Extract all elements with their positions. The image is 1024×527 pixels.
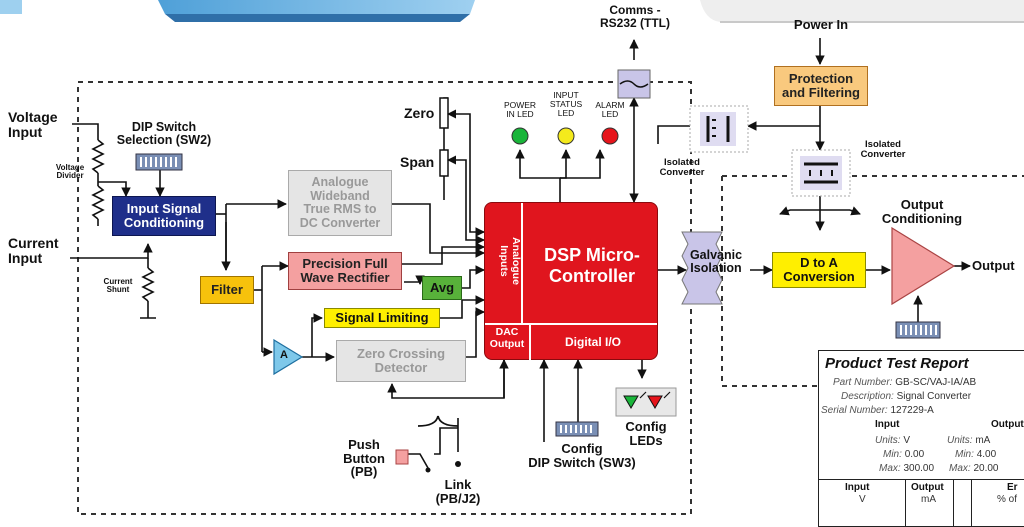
report-part-number: GB-SC/VAJ-IA/AB	[895, 377, 977, 388]
dip-switch-sw2-label: DIP Switch Selection (SW2)	[116, 120, 212, 148]
report-col-output-unit: mA	[921, 494, 936, 505]
report-in-min-key: Min:	[883, 449, 902, 460]
report-out-units-key: Units:	[947, 435, 973, 446]
push-button-label: Push Button (PB)	[343, 437, 385, 480]
top-banner-decoration	[0, 0, 1024, 23]
config-dip-label: Config DIP Switch (SW3)	[528, 441, 636, 470]
alarm-led-icon	[601, 127, 619, 145]
zero-potentiometer-icon	[439, 97, 457, 129]
d-to-a-block: D to A Conversion	[772, 252, 866, 288]
report-title: Product Test Report	[825, 355, 969, 372]
report-in-units-key: Units:	[875, 435, 901, 446]
analogue-inputs-label: Analogue Inputs	[498, 237, 522, 285]
span-potentiometer-icon	[439, 149, 457, 177]
isolated-converter-right-icon	[791, 149, 851, 197]
signal-wiring	[70, 38, 971, 469]
push-button-icon[interactable]	[395, 449, 409, 465]
report-out-units: mA	[975, 435, 991, 446]
comms-isolator-icon	[617, 69, 651, 99]
report-out-max: 20.00	[973, 463, 999, 474]
input-status-led-label: INPUT STATUS LED	[549, 90, 583, 118]
input-signal-conditioning-block: Input Signal Conditioning	[112, 196, 216, 236]
report-part-number-key: Part Number:	[833, 377, 893, 388]
isolated-converter-left-label: Isolated Converter	[659, 157, 705, 178]
isolated-converter-right-label: Isolated Converter	[860, 139, 906, 160]
report-col-input: Input	[845, 482, 870, 493]
dsp-microcontroller-block: DSP Micro- Controller Analogue Inputs DA…	[484, 202, 658, 361]
galvanic-isolation-label: Galvanic Isolation	[689, 248, 743, 276]
link-jumper-icon	[455, 461, 461, 467]
output-amplifier-shape	[891, 226, 956, 306]
report-in-min: 0.00	[904, 449, 925, 460]
report-col-error-unit: % of	[997, 494, 1018, 505]
analogue-wideband-block: Analogue Wideband True RMS to DC Convert…	[288, 170, 392, 236]
amplifier-a-shape	[273, 338, 304, 376]
report-col-output: Output	[911, 482, 944, 493]
dip-switch-output-icon	[895, 321, 941, 339]
report-col-error: Er	[1007, 482, 1018, 493]
current-input-label: Current Input	[8, 235, 59, 266]
report-input-head: Input	[875, 419, 900, 430]
output-conditioning-label: Output Conditioning	[881, 197, 963, 226]
config-leds-icon	[615, 387, 677, 417]
report-col-input-unit: V	[859, 494, 866, 505]
protection-filtering-block: Protection and Filtering	[774, 66, 868, 106]
dac-output-label: DAC Output	[489, 326, 525, 350]
output-enclosure-border	[721, 175, 1024, 387]
report-in-max-key: Max:	[879, 463, 901, 474]
isolated-converter-left-icon	[689, 105, 749, 153]
report-serial: 127229-A	[890, 405, 934, 416]
galvanic-isolation-shape	[681, 231, 723, 305]
voltage-divider-label: Voltage Divider	[55, 163, 85, 181]
comms-label: Comms - RS232 (TTL)	[599, 3, 670, 30]
report-description: Signal Converter	[896, 391, 972, 402]
avg-block: Avg	[422, 276, 462, 300]
report-in-max: 300.00	[903, 463, 935, 474]
output-label: Output	[972, 258, 1015, 273]
link-label: Link (PB/J2)	[435, 477, 481, 506]
power-in-label: Power In	[793, 17, 849, 32]
report-out-min: 4.00	[976, 449, 997, 460]
zero-crossing-block: Zero Crossing Detector	[336, 340, 466, 382]
main-enclosure-border	[77, 81, 692, 515]
report-description-key: Description:	[841, 391, 894, 402]
zero-label: Zero	[404, 105, 435, 121]
dip-switch-sw2-icon	[135, 153, 183, 171]
product-test-report: Product Test Report Part Number: GB-SC/V…	[818, 350, 1024, 527]
alarm-led-label: ALARM LED	[595, 100, 625, 119]
report-output-head: Output	[991, 419, 1024, 430]
power-led-label: POWER IN LED	[503, 100, 537, 119]
dsp-label: DSP Micro- Controller	[544, 245, 640, 286]
current-shunt-label: Current Shunt	[103, 277, 133, 295]
precision-rectifier-block: Precision Full Wave Rectifier	[288, 252, 402, 290]
report-out-min-key: Min:	[955, 449, 974, 460]
voltage-input-label: Voltage Input	[8, 109, 58, 140]
span-label: Span	[400, 154, 435, 170]
input-status-led-icon	[557, 127, 575, 145]
report-serial-key: Serial Number:	[821, 405, 888, 416]
report-in-units: V	[903, 435, 911, 446]
power-led-icon	[511, 127, 529, 145]
config-leds-label: Config LEDs	[625, 419, 667, 448]
amplifier-a-label: A	[280, 349, 288, 361]
dip-switch-sw3-icon	[555, 421, 599, 437]
filter-block: Filter	[200, 276, 254, 304]
signal-limiting-block: Signal Limiting	[324, 308, 440, 328]
report-out-max-key: Max:	[949, 463, 971, 474]
digital-io-label: Digital I/O	[564, 335, 621, 349]
